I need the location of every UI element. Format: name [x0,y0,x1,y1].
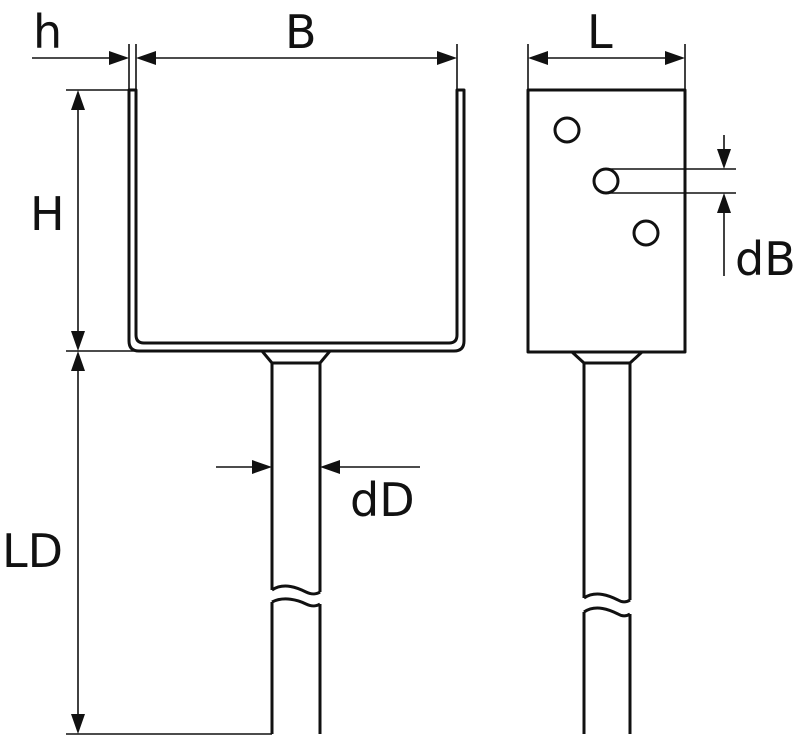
arrow-height-bottom [71,331,85,351]
bolt-hole-2 [592,167,620,195]
rod-lower-side [582,612,632,734]
side-view [526,88,687,734]
arrow-l-right [665,51,685,65]
arrow-db-bottom [717,193,731,213]
arrow-ld-top [71,351,85,371]
break-line-lower-side [583,606,631,618]
side-plate [526,88,687,354]
break-line-upper-side [583,592,631,604]
label-h: h [33,5,62,59]
label-height: H [30,187,65,241]
bolt-hole-3 [632,219,660,247]
arrow-h [109,51,129,65]
arrow-l-left [528,51,548,65]
rod-lower-front [270,602,322,734]
dim-dd: dD [216,460,420,527]
bolt-hole-1 [553,116,581,144]
dim-b: B [136,5,458,90]
weld-collar-front [260,350,332,365]
label-b: B [285,5,317,59]
dim-height: H [30,89,270,352]
arrow-height-top [71,90,85,110]
front-view [127,88,466,734]
arrow-dd-right [320,460,340,474]
arrow-db-top [717,149,731,169]
label-dd: dD [350,473,415,527]
arrow-ld-bottom [71,714,85,734]
break-line-upper-front [271,584,321,596]
rod-upper-front [270,363,322,592]
dim-db: dB [606,135,796,286]
break-line-lower-front [271,597,321,608]
rod-upper-side [582,363,632,600]
arrow-dd-left [252,460,272,474]
arrow-b-left [136,51,156,65]
label-ld: LD [2,524,63,578]
label-db: dB [735,232,796,286]
label-l: L [587,5,613,59]
dim-ld: LD [2,351,272,735]
dim-l: L [527,5,686,90]
arrow-b-right [437,51,457,65]
u-bracket [127,88,466,353]
weld-collar-side [570,350,644,365]
dim-h: h [32,5,137,90]
